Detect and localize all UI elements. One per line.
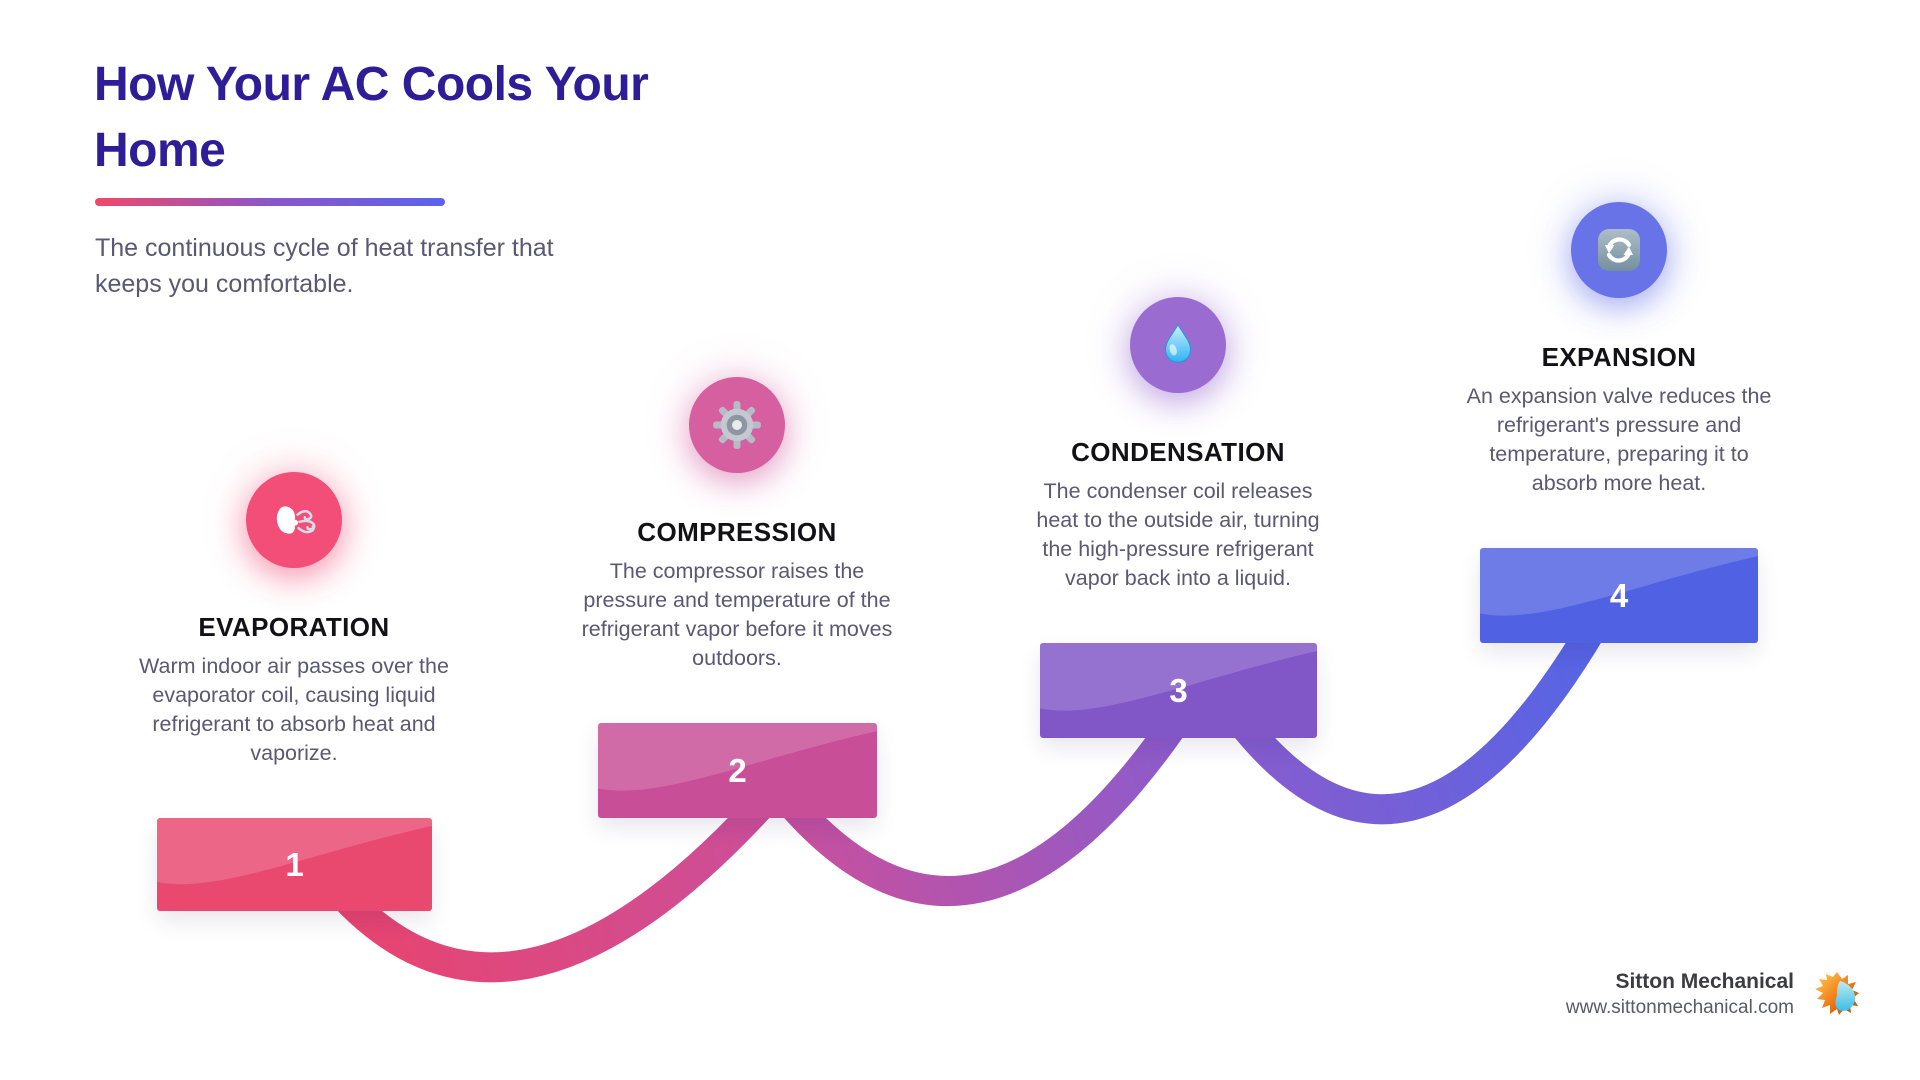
cycle-arrows-icon [1598,229,1640,271]
gear-icon [713,401,761,449]
step-2-icon-circle [689,377,785,473]
step-3-icon-circle [1130,297,1226,393]
page-title: How Your AC Cools Your Home [94,58,649,177]
step-4-number: 4 [1609,576,1629,614]
company-logo [1815,972,1859,1015]
step-2-description: The compressor raises the pressure and t… [581,559,893,670]
step-bar-2: 2 [598,723,877,818]
bar-2-wave-graphic [598,723,877,818]
step-3-title: CONDENSATION [1071,437,1285,467]
footer-branding: Sitton Mechanical www.sittonmechanical.c… [1566,968,1862,1020]
step-1-title: EVAPORATION [198,612,390,642]
step-1-icon-circle [246,472,342,568]
connector-curve-1-2 [318,784,782,983]
step-2-number: 2 [728,751,747,789]
step-expansion: EXPANSION An expansion valve reduces the… [1459,202,1779,498]
page-subtitle: The continuous cycle of heat transfer th… [95,234,554,298]
bar-1-wave-graphic [157,818,432,911]
title-underline-accent [95,198,445,206]
step-2-title: COMPRESSION [637,517,837,547]
company-name: Sitton Mechanical [1615,970,1794,993]
step-3-number: 3 [1169,671,1188,709]
step-4-title: EXPANSION [1541,342,1697,372]
step-1-description: Warm indoor air passes over the evaporat… [139,654,449,765]
step-evaporation: EVAPORATION Warm indoor air passes over … [134,472,454,768]
step-1-number: 1 [285,845,304,883]
bar-4-wave-graphic [1480,548,1758,643]
step-bar-3: 3 [1040,643,1317,738]
step-compression: COMPRESSION The compressor raises the pr… [577,377,897,673]
connector-curve-3-4 [1212,607,1614,825]
wind-face-icon [276,506,316,534]
step-bar-1: 1 [157,818,432,911]
bar-3-wave-graphic [1040,643,1317,738]
step-3-description: The condenser coil releases heat to the … [1036,479,1320,590]
droplet-icon [1165,323,1191,363]
step-condensation: CONDENSATION The condenser coil releases… [1018,297,1338,593]
step-bar-4: 4 [1480,548,1758,643]
company-website: www.sittonmechanical.com [1565,997,1794,1018]
step-4-icon-circle [1571,202,1667,298]
step-4-description: An expansion valve reduces the refrigera… [1466,384,1772,495]
connector-curve-2-3 [768,691,1203,906]
